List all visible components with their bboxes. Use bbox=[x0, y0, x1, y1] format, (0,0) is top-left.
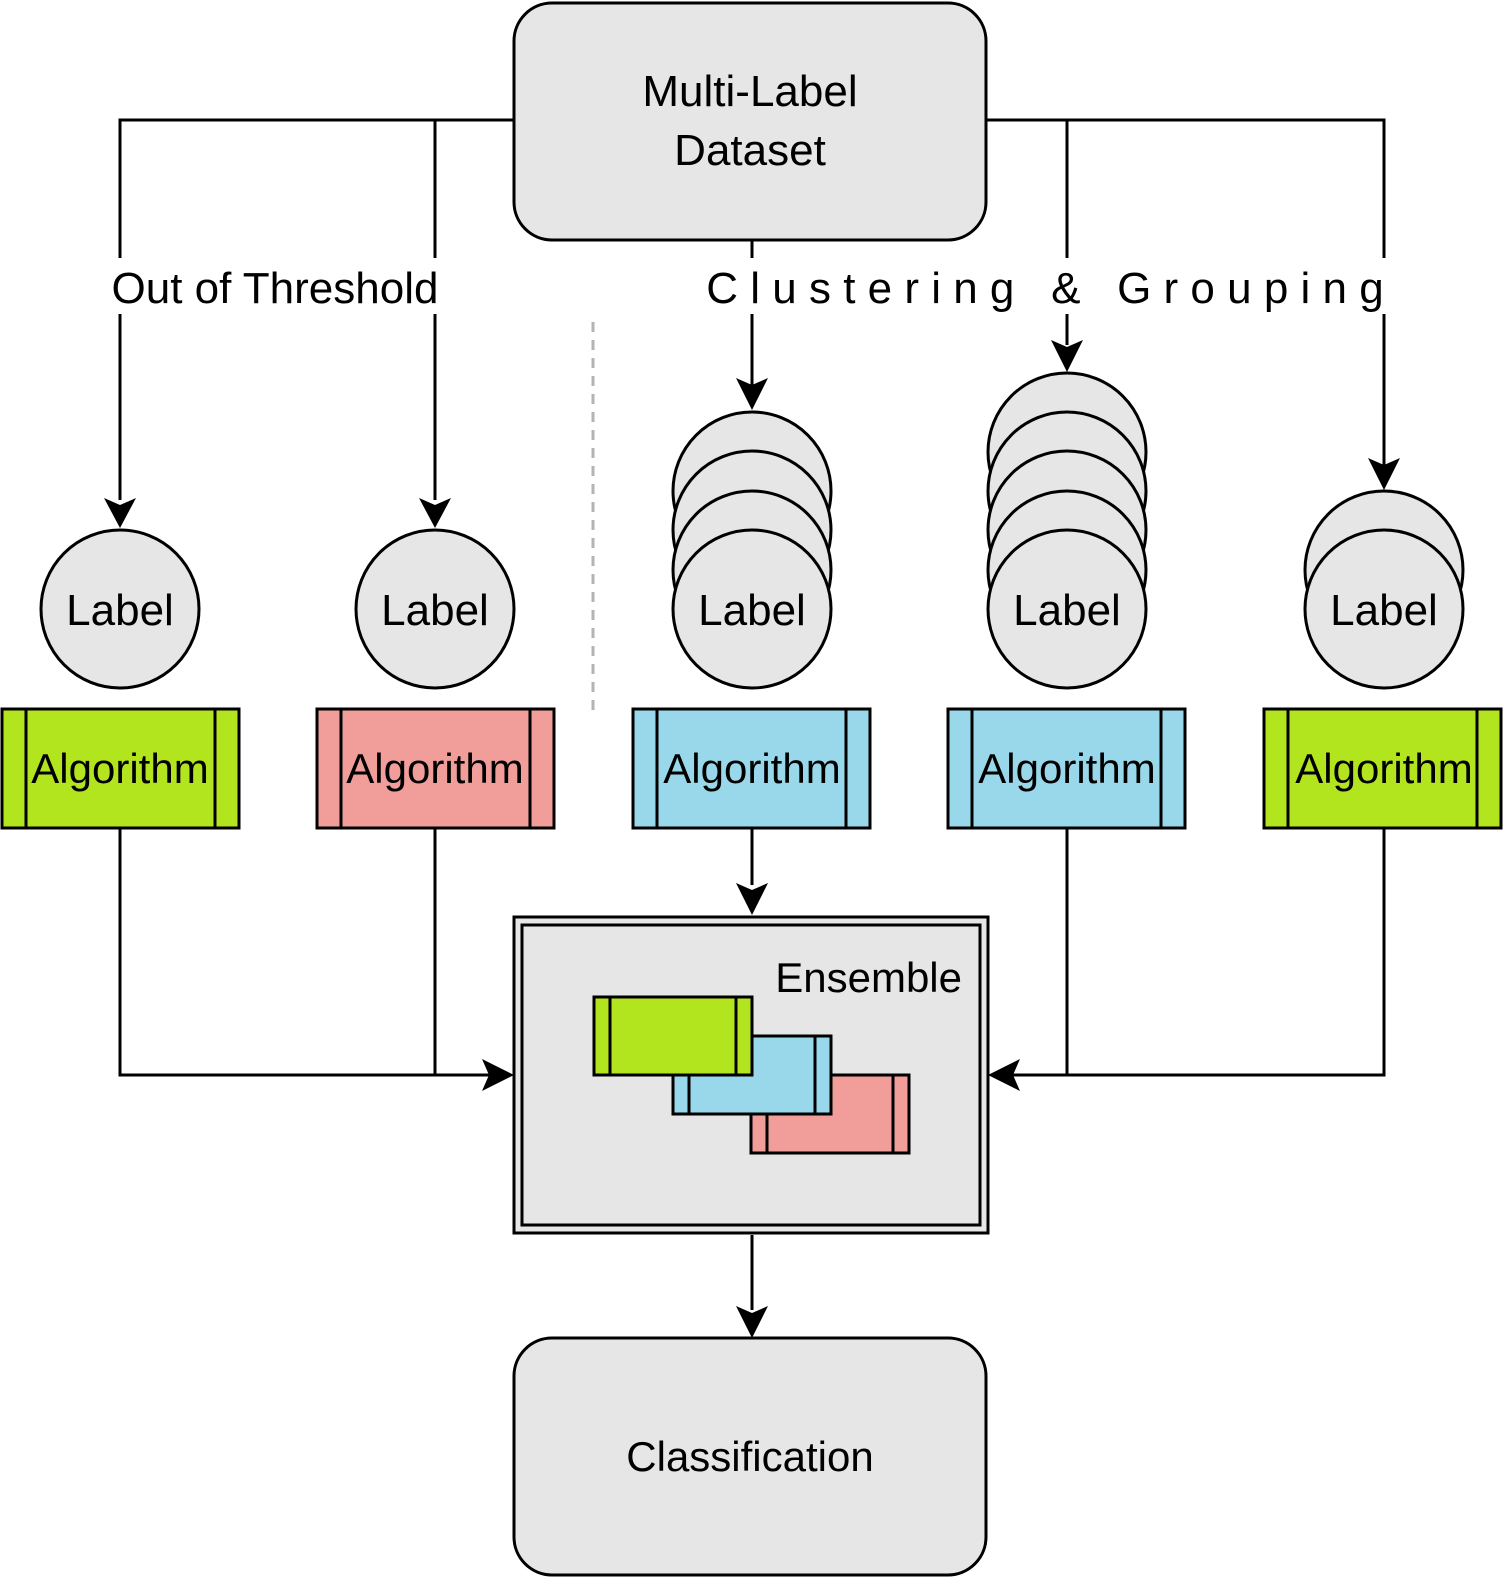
label-text: Label bbox=[1013, 586, 1121, 635]
dataset-title-line2: Dataset bbox=[674, 126, 826, 175]
dataset-node: Multi-Label Dataset bbox=[512, 1, 988, 242]
edge-dataset-label-1 bbox=[118, 118, 514, 500]
arrow-head bbox=[736, 883, 768, 915]
label-stack-4: Label bbox=[986, 371, 1148, 690]
classification-node: Classification bbox=[512, 1336, 988, 1577]
classification-title: Classification bbox=[626, 1433, 873, 1480]
algorithm-text: Algorithm bbox=[978, 745, 1155, 792]
algorithm-box-fill bbox=[946, 707, 1187, 830]
algorithm-box-4: Algorithm bbox=[946, 707, 1187, 830]
edge-dataset-label-5 bbox=[986, 118, 1386, 465]
label-text: Label bbox=[1330, 586, 1438, 635]
ensemble-title: Ensemble bbox=[775, 954, 962, 1001]
algorithm-text: Algorithm bbox=[663, 745, 840, 792]
ensemble-node: Ensemble bbox=[512, 915, 990, 1235]
arrow-head bbox=[1368, 458, 1400, 490]
group-label-threshold: Out of Threshold bbox=[112, 264, 439, 313]
label-stack-3: Label bbox=[671, 410, 833, 690]
label-stack-5: Label bbox=[1303, 489, 1465, 690]
algorithm-box-fill bbox=[0, 707, 241, 830]
algorithm-box-fill bbox=[1262, 707, 1503, 830]
edge-algo-5-ensemble bbox=[1000, 828, 1386, 1077]
arrow-head bbox=[988, 1059, 1020, 1091]
arrow-head bbox=[419, 498, 451, 528]
arrow-head bbox=[482, 1059, 514, 1091]
connectors bbox=[104, 118, 1400, 1338]
arrow-head bbox=[1051, 340, 1083, 372]
algorithm-text: Algorithm bbox=[1295, 745, 1472, 792]
label-stack-2: Label bbox=[354, 528, 516, 690]
arrow-head bbox=[104, 498, 136, 528]
ensemble-model-green bbox=[592, 995, 754, 1077]
algorithm-text: Algorithm bbox=[31, 745, 208, 792]
label-text: Label bbox=[381, 586, 489, 635]
algorithm-box-fill bbox=[631, 707, 872, 830]
dataset-title-line1: Multi-Label bbox=[642, 67, 857, 116]
arrow-head bbox=[736, 378, 768, 410]
algorithm-box-5: Algorithm bbox=[1262, 707, 1503, 830]
algorithm-text: Algorithm bbox=[346, 745, 523, 792]
label-text: Label bbox=[66, 586, 174, 635]
group-label-clustering: C l u s t e r i n g & G r o u p i n g bbox=[706, 264, 1383, 313]
algorithm-box-1: Algorithm bbox=[0, 707, 241, 830]
arrow-head bbox=[736, 1306, 768, 1338]
algorithm-box-2: Algorithm bbox=[315, 707, 556, 830]
algorithm-box-3: Algorithm bbox=[631, 707, 872, 830]
label-text: Label bbox=[698, 586, 806, 635]
algorithm-box-fill bbox=[315, 707, 556, 830]
edge-algo-1-ensemble bbox=[118, 828, 500, 1077]
label-stack-1: Label bbox=[39, 528, 201, 690]
